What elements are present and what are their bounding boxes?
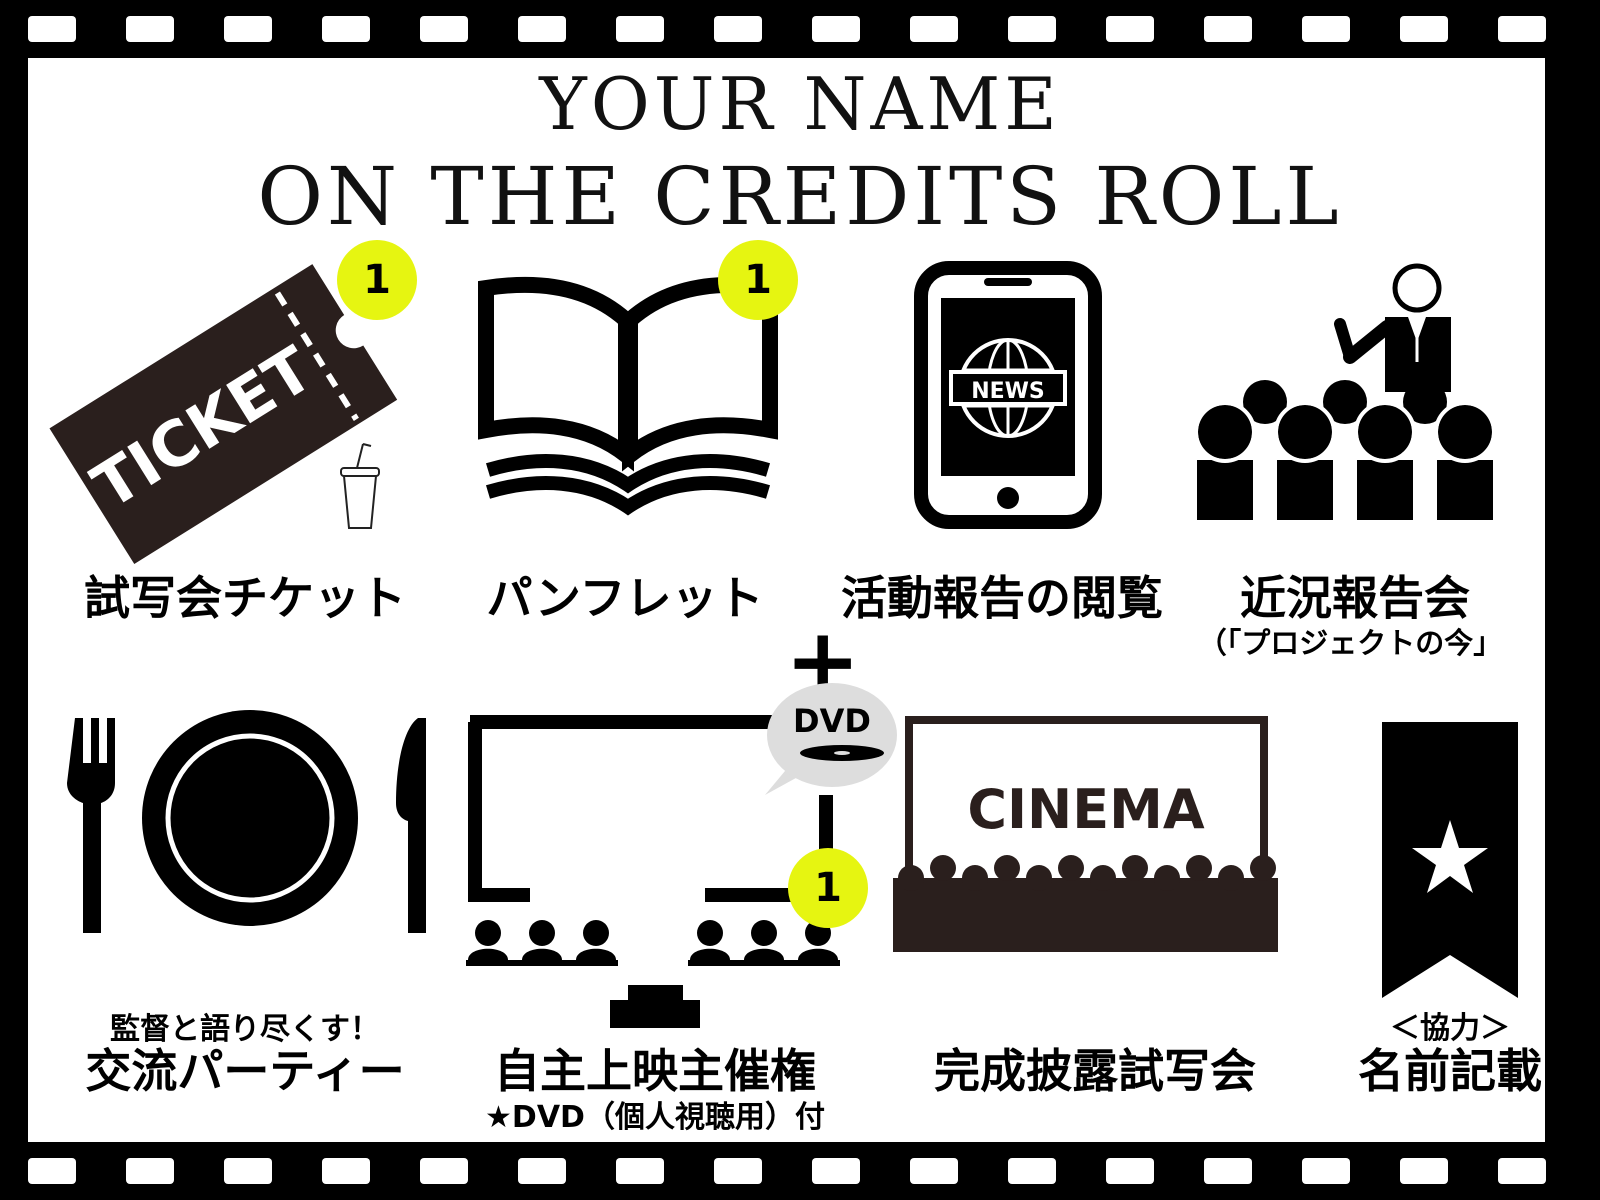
film-sprocket-hole — [322, 16, 370, 42]
title-line-1: YOUR NAME — [539, 62, 1061, 146]
film-sprocket-hole — [224, 1158, 272, 1184]
dvd-bubble-icon: DVD — [765, 683, 897, 795]
plate-cutlery-icon — [67, 710, 426, 933]
label-premiere: 完成披露試写会 — [934, 1044, 1256, 1098]
film-sprocket-hole — [812, 1158, 860, 1184]
cinema-icon: CINEMA — [893, 716, 1278, 952]
presenter-audience-icon — [1194, 263, 1496, 520]
label-status-report: 近況報告会 — [1240, 571, 1470, 625]
film-sprocket-hole — [1400, 16, 1448, 42]
drink-cup-icon — [340, 443, 380, 529]
film-sprocket-hole — [224, 16, 272, 42]
film-sprocket-hole — [28, 16, 76, 42]
cinema-text: CINEMA — [967, 778, 1205, 841]
label-credit-note: ＜協力＞ — [1390, 1011, 1510, 1046]
badge-screening: 1 — [788, 848, 868, 928]
film-sprocket-hole — [518, 16, 566, 42]
label-status-report-note: （「プロジェクトの今」 — [1197, 626, 1503, 660]
film-sprocket-hole — [1498, 1158, 1546, 1184]
film-sprocket-hole — [322, 1158, 370, 1184]
label-pamphlet: パンフレット — [486, 571, 764, 625]
film-sprocket-hole — [812, 16, 860, 42]
film-sprocket-hole — [1498, 16, 1546, 42]
dvd-text: DVD — [793, 702, 871, 740]
film-sprocket-hole — [126, 16, 174, 42]
book-icon — [478, 276, 778, 516]
film-sprocket-hole — [1106, 1158, 1154, 1184]
title-line-2: ON THE CREDITS ROLL — [257, 150, 1343, 243]
label-activity-report: 活動報告の閲覧 — [841, 571, 1163, 625]
film-sprocket-hole — [1204, 1158, 1252, 1184]
badge-ticket: 1 — [337, 240, 417, 320]
film-sprocket-hole — [420, 16, 468, 42]
film-sprocket-hole — [1302, 1158, 1350, 1184]
film-sprocket-hole — [714, 16, 762, 42]
label-screening-note: ★DVD（個人視聴用）付 — [485, 1100, 825, 1135]
label-ticket: 試写会チケット — [84, 571, 406, 625]
tablet-news-icon: NEWS — [914, 261, 1102, 529]
film-sprocket-hole — [616, 16, 664, 42]
film-sprocket-hole — [714, 1158, 762, 1184]
film-sprocket-hole — [910, 16, 958, 42]
label-party-note: 監督と語り尽くす！ — [110, 1012, 380, 1047]
film-sprocket-hole — [910, 1158, 958, 1184]
film-sprocket-hole — [28, 1158, 76, 1184]
film-sprocket-hole — [1302, 16, 1350, 42]
film-sprocket-hole — [1008, 16, 1056, 42]
badge-pamphlet: 1 — [718, 240, 798, 320]
film-sprocket-hole — [518, 1158, 566, 1184]
news-text: NEWS — [971, 379, 1045, 404]
ticket-icon: TICKET — [49, 264, 398, 565]
film-sprocket-hole — [126, 1158, 174, 1184]
film-sprocket-hole — [1106, 16, 1154, 42]
label-screening: 自主上映主催権 — [494, 1044, 816, 1098]
film-sprocket-hole — [420, 1158, 468, 1184]
film-strip-bottom — [0, 1142, 1600, 1200]
label-credit: 名前記載 — [1358, 1044, 1542, 1098]
label-party: 交流パーティー — [85, 1044, 405, 1098]
film-sprocket-hole — [1400, 1158, 1448, 1184]
film-sprocket-hole — [616, 1158, 664, 1184]
film-sprocket-hole — [1204, 16, 1252, 42]
film-strip-top — [0, 0, 1600, 58]
screening-room-icon — [466, 715, 840, 1028]
ribbon-star-icon — [1382, 722, 1518, 998]
film-sprocket-hole — [1008, 1158, 1056, 1184]
